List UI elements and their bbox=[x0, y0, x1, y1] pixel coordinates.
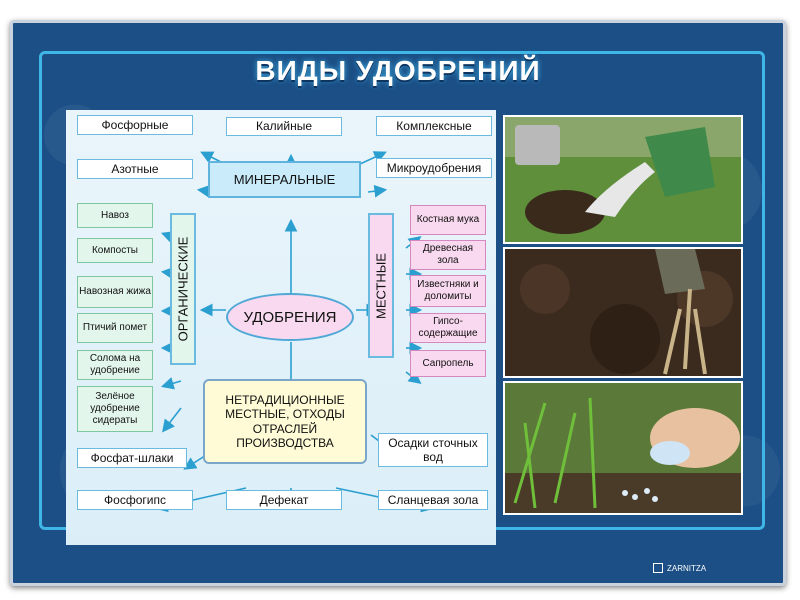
node-slantsevaya-zola: Сланцевая зола bbox=[378, 490, 488, 510]
node-azotnye: Азотные bbox=[77, 159, 193, 179]
node-fosfat-shlaki: Фосфат-шлаки bbox=[77, 448, 187, 468]
photo-granules-hand bbox=[503, 381, 743, 515]
poster-board: ВИДЫ УДОБРЕНИЙ bbox=[10, 20, 786, 586]
node-izvestnyaki: Известняки и доломиты bbox=[410, 275, 486, 307]
group-local: МЕСТНЫЕ bbox=[368, 213, 394, 358]
node-center-udobreniya: УДОБРЕНИЯ bbox=[226, 293, 354, 341]
brand-name: ZARNITZA bbox=[667, 563, 707, 573]
node-sapropel: Сапропель bbox=[410, 350, 486, 377]
node-soloma: Солома на удобрение bbox=[77, 350, 153, 380]
node-drevesnaya-zola: Древесная зола bbox=[410, 240, 486, 270]
node-kaliynye: Калийные bbox=[226, 117, 342, 136]
group-mineral: МИНЕРАЛЬНЫЕ bbox=[208, 161, 361, 198]
group-nontraditional: НЕТРАДИЦИОННЫЕ МЕСТНЫЕ, ОТХОДЫ ОТРАСЛЕЙ … bbox=[203, 379, 367, 464]
node-defekat: Дефекат bbox=[226, 490, 342, 510]
photo-fertilizer-pouring-image bbox=[505, 117, 741, 242]
node-navoznaya-zhizha: Навозная жижа bbox=[77, 276, 153, 308]
node-gipso: Гипсо-содержащие bbox=[410, 313, 486, 343]
node-fosfornye: Фосфорные bbox=[77, 115, 193, 135]
poster-title: ВИДЫ УДОБРЕНИЙ bbox=[255, 55, 541, 86]
node-sideraty: Зелёное удобрение сидераты bbox=[77, 386, 153, 432]
node-navoz: Навоз bbox=[77, 203, 153, 228]
node-kostnaya-muka: Костная мука bbox=[410, 205, 486, 235]
node-komposty: Компосты bbox=[77, 238, 153, 263]
photo-granules-hand-image bbox=[505, 383, 741, 513]
brand-logo-icon bbox=[653, 563, 663, 573]
node-mikroudobreniya: Микроудобрения bbox=[376, 158, 492, 178]
node-ptichiy-pomet: Птичий помет bbox=[77, 313, 153, 343]
node-kompleksnye: Комплексные bbox=[376, 116, 492, 136]
node-osadki: Осадки сточных вод bbox=[378, 433, 488, 467]
brand-logo: ZARNITZA bbox=[653, 563, 706, 573]
node-fosfogips: Фосфогипс bbox=[77, 490, 193, 510]
photo-fertilizer-pouring bbox=[503, 115, 743, 244]
group-organic: ОРГАНИЧЕСКИЕ bbox=[170, 213, 196, 365]
photo-soil-fork bbox=[503, 247, 743, 378]
photo-soil-fork-image bbox=[505, 249, 741, 376]
